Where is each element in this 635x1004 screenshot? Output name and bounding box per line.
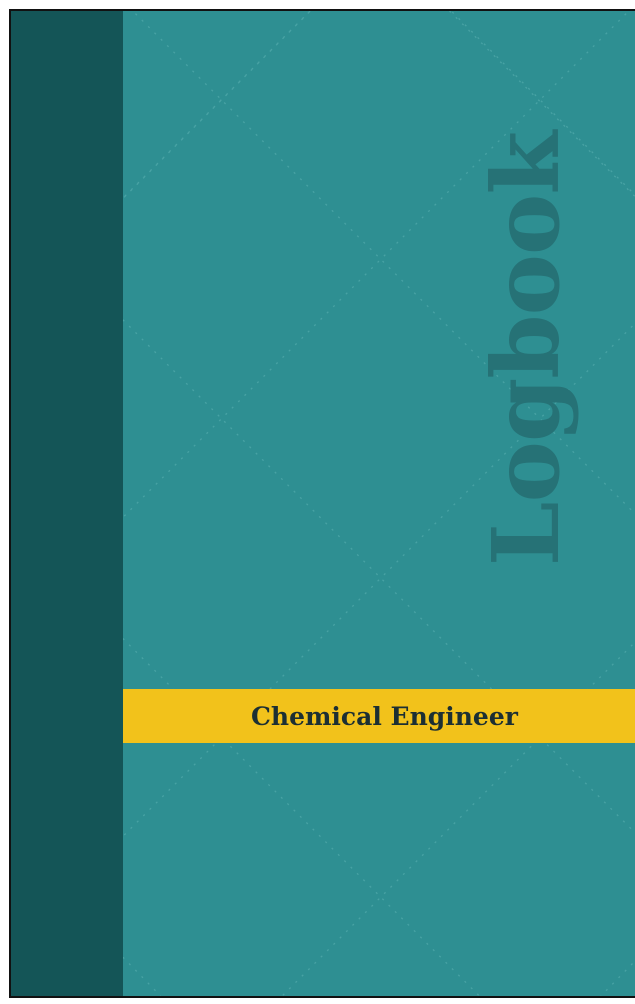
book-cover: Logbook Chemical Engineer	[11, 11, 635, 996]
title-area: Logbook	[466, 132, 586, 566]
cover-title: Logbook	[472, 131, 580, 567]
book-spine	[11, 11, 123, 996]
book-cover-frame: Logbook Chemical Engineer	[9, 9, 635, 998]
subtitle-band: Chemical Engineer	[123, 689, 635, 743]
cover-subtitle: Chemical Engineer	[251, 701, 518, 731]
diamond-pattern	[11, 11, 635, 996]
pattern-lines	[11, 11, 635, 996]
